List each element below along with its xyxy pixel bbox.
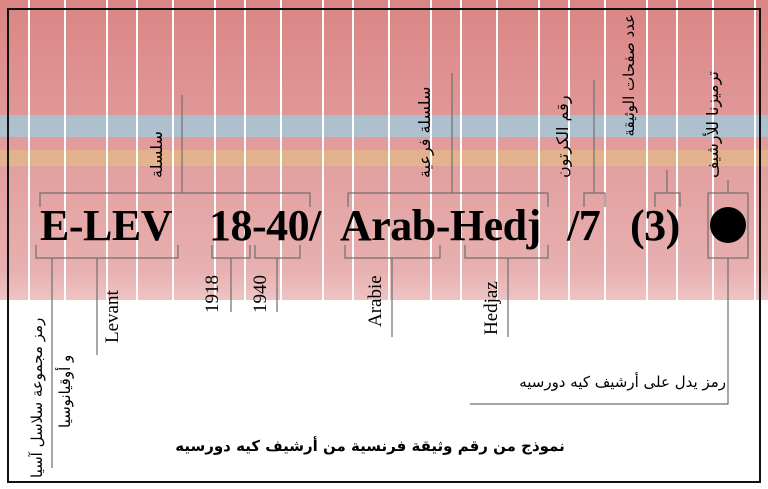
label-archive-indicator: رمز يدل على أرشيف كيه دورسيه [519,373,726,391]
label-hedjaz: Hedjaz [481,281,502,335]
label-arabie: Arabie [365,275,386,327]
label-collection-line2: و أوقيانوسيا [56,354,74,428]
label-year-end: 1940 [250,275,271,313]
code-carton: /7 [567,201,601,250]
series-bracket [39,192,311,207]
label-carton-number: رقم الكرتون [553,95,572,178]
code-pages: (3) [630,201,680,250]
figure-caption: نموذج من رقم وثيقة فرنسية من أرشيف كيه د… [175,437,565,455]
hedj-bracket [464,245,549,259]
label-levant: Levant [102,290,123,343]
code-subseries: Arab-Hedj [340,201,541,250]
label-page-count: عدد صفحات الوثيقة [620,14,638,137]
subseries-bracket [347,192,549,207]
label-archive-symbol: ترميزنا للأرشيف [703,71,722,178]
label-series: سلسلة [147,131,166,178]
archive-indicator-line [470,258,729,405]
archive-dot [710,207,746,243]
label-subseries: سلسلة فرعية [415,86,434,178]
code-years: 18-40/ [209,201,321,250]
elev-bottom-bracket [35,245,179,259]
label-year-start: 1918 [202,275,223,313]
label-collection-line1: رمز مجموعة سلاسل آسيا [28,317,46,478]
code-collection: E-LEV [40,201,172,250]
